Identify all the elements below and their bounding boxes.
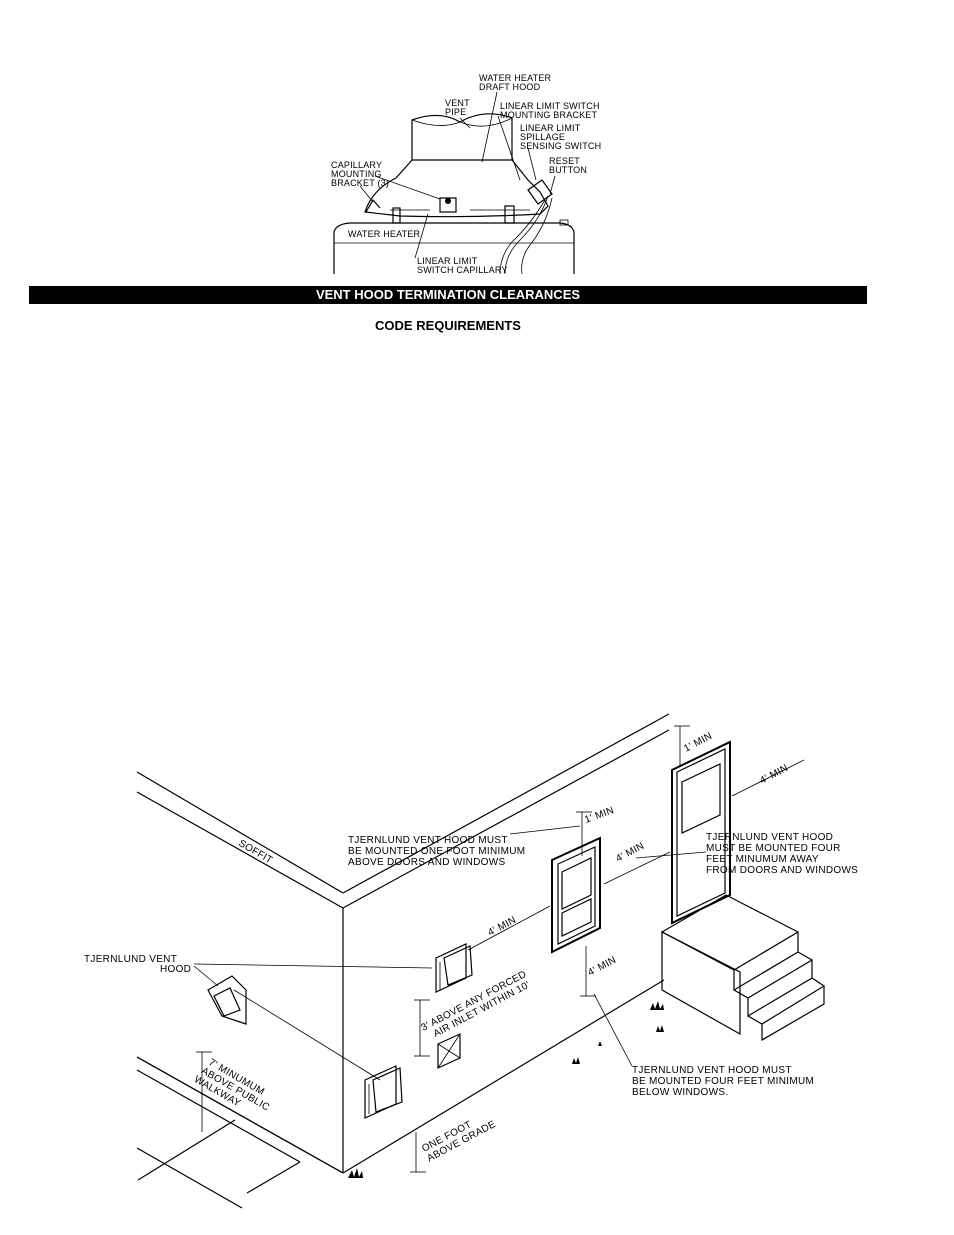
label-reset-1: RESET: [549, 156, 580, 166]
label-capillary-1: LINEAR LIMIT: [417, 256, 478, 266]
label-vent-pipe-2: PIPE: [445, 107, 466, 117]
section-title-bar: VENT HOOD TERMINATION CLEARANCES: [29, 286, 867, 304]
hood-window-clearance: 4' MIN: [486, 915, 518, 939]
vent-clearance-diagram: SOFFIT: [84, 713, 858, 1209]
label-bracket-1: LINEAR LIMIT SWITCH: [500, 101, 600, 111]
door: [671, 740, 731, 925]
label-capillary-2: SWITCH CAPILLARY: [417, 265, 508, 275]
vent-hood-upper: [435, 943, 473, 993]
label-cap-bracket-3: BRACKET (3): [331, 178, 389, 188]
label-reset-2: BUTTON: [549, 165, 587, 175]
label-vent-pipe-1: VENT: [445, 98, 470, 108]
building-outline: SOFFIT: [136, 713, 670, 1209]
below-window-clearance: 4' MIN: [586, 955, 618, 979]
bottom-leader-lines: [193, 825, 707, 1081]
draft-hood: [364, 113, 549, 224]
label-draft-hood-2: DRAFT HOOD: [479, 82, 541, 92]
section-title: VENT HOOD TERMINATION CLEARANCES: [315, 287, 581, 302]
label-spill-1: LINEAR LIMIT: [520, 123, 581, 133]
stairs: [660, 894, 826, 1042]
soffit-label: SOFFIT: [237, 838, 275, 866]
label-draft-hood-1: WATER HEATER: [479, 73, 552, 83]
label-spill-2: SPILLAGE: [520, 132, 565, 142]
window: [551, 836, 601, 954]
label-water-heater: WATER HEATER: [348, 229, 421, 239]
spillage-switch: [499, 179, 569, 275]
label-spill-3: SENSING SWITCH: [520, 141, 601, 151]
vent-hood-left: [207, 975, 247, 1025]
forced-air-label: 3' ABOVE ANY FORCEDAIR INLET WITHIN 10': [420, 969, 534, 1044]
walkway-label: 7' MINUMUMABOVE PUBLICWALKWAY: [192, 1055, 277, 1123]
grass: [348, 1001, 664, 1178]
water-heater-body: [333, 222, 575, 274]
window-side-clearance: 4' MIN: [614, 841, 646, 865]
label-bracket-2: MOUNTING BRACKET: [500, 110, 598, 120]
dimension-lines: [196, 725, 805, 1173]
label-cap-bracket-2: MOUNTING: [331, 169, 382, 179]
door-side-clearance: 4' MIN: [758, 763, 790, 787]
window-top-clearance: 1' MIN: [583, 805, 615, 826]
vent-hood-lower: [364, 1065, 403, 1119]
label-cap-bracket-1: CAPILLARY: [331, 160, 382, 170]
grade-label: ONE FOOTABOVE GRADE: [420, 1109, 498, 1164]
section-subtitle: CODE REQUIREMENTS: [375, 318, 521, 333]
top-leader-lines: [359, 91, 556, 259]
air-inlet: [437, 1033, 461, 1069]
